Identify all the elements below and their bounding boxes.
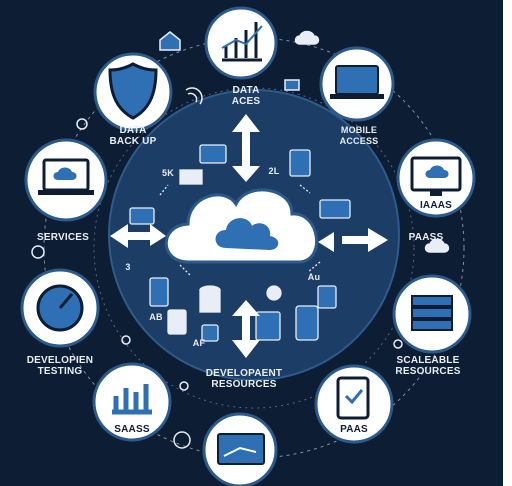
node-saass — [92, 362, 172, 442]
label-paas: PAAS — [340, 424, 368, 435]
node-dev-tools — [202, 412, 278, 486]
node-mobile-access — [319, 46, 395, 122]
snippet-3: 3 — [125, 262, 131, 272]
label-developien-testing: DEVELOPIEN TESTING — [26, 355, 94, 377]
snippet-au: Au — [307, 272, 321, 282]
decorative-icons — [31, 30, 450, 449]
snippet-2l: 2L — [268, 166, 280, 176]
node-services — [24, 138, 108, 222]
label-saass: SAASS — [114, 424, 150, 435]
label-services: SERVICES — [37, 232, 89, 243]
inner-device-icons — [129, 144, 351, 342]
label-scaleable-resources: SCALEABLE RESOURCES — [395, 355, 461, 377]
node-analytics — [204, 6, 278, 80]
right-margin — [503, 0, 512, 486]
label-data-backup: DATA BACK UP — [109, 125, 157, 147]
label-development-resources: DEVELOPAENT RESOURCES — [205, 368, 283, 390]
node-paas — [314, 364, 394, 444]
label-paass: PAASS — [408, 232, 444, 243]
label-data-aces: DATA ACES — [231, 85, 261, 107]
snippet-5k: 5K — [162, 168, 174, 178]
label-iaaas: IAAAS — [419, 200, 453, 211]
snippet-ab: AB — [149, 312, 163, 322]
node-developien-testing — [20, 268, 100, 348]
label-mobile-access: MOBILE ACCESS — [339, 125, 379, 146]
snippet-af: AF — [192, 338, 206, 348]
cloud-hub — [164, 188, 319, 264]
node-iaaas — [396, 138, 476, 218]
node-data-backup — [93, 52, 173, 132]
node-scaleable-resources — [392, 274, 472, 354]
cardinal-arrows — [110, 114, 388, 358]
